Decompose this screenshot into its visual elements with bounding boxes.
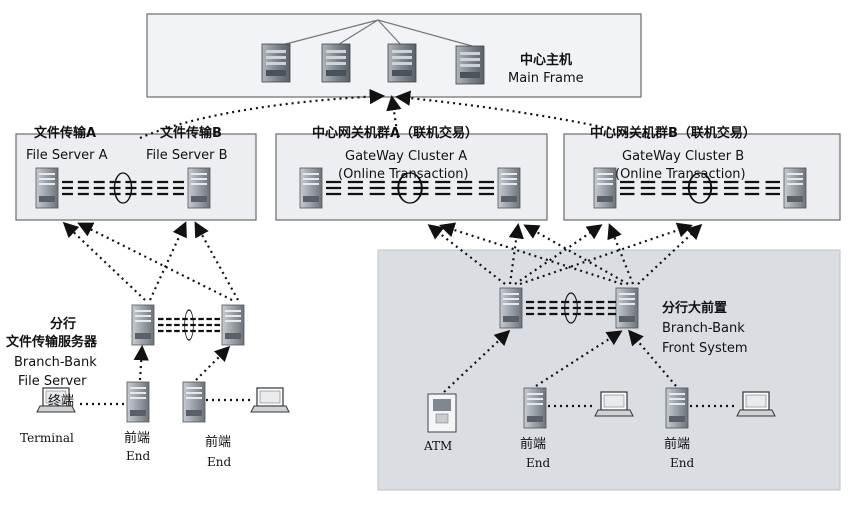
gateway-b-unit-left [593, 167, 617, 209]
end-2-unit [182, 381, 206, 423]
end-3-unit [523, 387, 547, 429]
end-4-unit [665, 387, 689, 429]
end-1-label-en: End [126, 449, 150, 463]
file-server-b-label-en: File Server B [146, 148, 228, 163]
mainframe-star-lines [277, 19, 473, 47]
branch-front-unit-left [499, 287, 523, 329]
branch-file-server-label-cn2: 文件传输服务器 [6, 334, 98, 350]
terminal-label: Terminal [20, 431, 74, 445]
branch-front-label-en2: Front System [662, 341, 748, 356]
end-2-label-cn: 前端 [205, 434, 231, 450]
mainframe-unit-3 [387, 43, 417, 83]
mainframe-unit-4 [455, 45, 485, 85]
file-server-a-label-en: File Server A [26, 148, 108, 163]
mainframe-unit-2 [321, 43, 351, 83]
branch-file-server-label-cn1: 分行 [50, 316, 76, 332]
gateway-a-label-cn: 中心网关机群A（联机交易） [312, 125, 478, 141]
end-3-label-en: End [526, 456, 550, 470]
end-4-label-en: End [670, 456, 694, 470]
gateway-a-label-en1: GateWay Cluster A [345, 149, 467, 164]
branch-file-server-unit-right [221, 304, 245, 346]
arrows-branch-to-file-servers [62, 221, 239, 301]
terminal: 终端 [36, 387, 76, 413]
branch-front-region [377, 249, 841, 491]
branch-file-server-unit-left [131, 304, 155, 346]
end-3-laptop [594, 391, 634, 417]
arrows-to-mainframe [139, 88, 651, 140]
terminal-screen-text: 终端 [48, 393, 74, 409]
end-1-label-cn: 前端 [124, 430, 150, 446]
file-server-b-label-cn: 文件传输B [160, 125, 222, 141]
file-server-a-unit [35, 167, 59, 209]
end-3-label-cn: 前端 [520, 436, 546, 452]
gateway-a-unit-left [299, 167, 323, 209]
branch-front-label-en1: Branch-Bank [662, 321, 745, 336]
end-4-label-cn: 前端 [664, 436, 690, 452]
end-links-left [80, 398, 252, 406]
end-2-laptop [250, 387, 290, 413]
arrows-ends-to-branch-front [443, 329, 677, 393]
mainframe-unit-1 [261, 43, 291, 83]
file-server-a-label-cn: 文件传输A [34, 125, 96, 141]
atm-machine [427, 393, 457, 433]
branch-front-label-cn: 分行大前置 [662, 300, 727, 316]
gateway-b-label-en2: (Online Transaction) [615, 167, 746, 182]
gateway-b-label-cn: 中心网关机群B（联机交易） [590, 125, 756, 141]
arrows-ends-to-branch-file-server [133, 344, 231, 381]
branch-file-server-label-en2: File Server [18, 374, 87, 389]
end-4-laptop [736, 391, 776, 417]
gateway-a-unit-right [497, 167, 521, 209]
branch-front-unit-right [615, 287, 639, 329]
mainframe-label-cn: 中心主机 [520, 52, 572, 68]
branch-file-server-label-en1: Branch-Bank [14, 355, 97, 370]
gateway-b-label-en1: GateWay Cluster B [622, 149, 744, 164]
mainframe-label-en: Main Frame [508, 71, 584, 86]
end-2-label-en: End [207, 455, 231, 469]
gateway-a-label-en2: (Online Transaction) [338, 167, 469, 182]
arrows-front-to-gateways [427, 222, 703, 286]
atm-label: ATM [423, 439, 452, 453]
file-server-b-unit [187, 167, 211, 209]
branch-file-server-link [156, 308, 222, 342]
gateway-b-unit-right [783, 167, 807, 209]
end-1-unit [126, 381, 150, 423]
